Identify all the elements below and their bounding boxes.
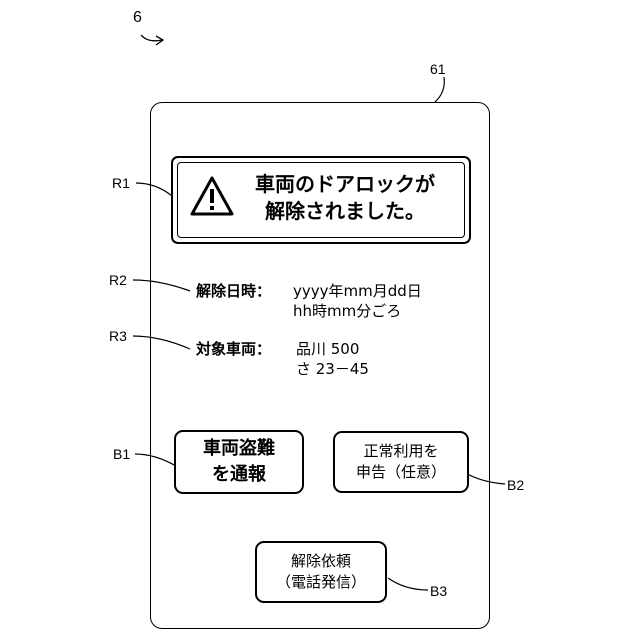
b1-ref-label: B1 — [113, 447, 130, 461]
unlock-time-label: 解除日時： — [196, 284, 271, 299]
unlock-clock-text: hh時mm分ごろ — [293, 301, 422, 321]
figure-number: 6 — [133, 10, 142, 26]
vehicle-plate-number: さ 23－45 — [296, 359, 369, 379]
vehicle-value: 品川 500 さ 23－45 — [296, 339, 369, 379]
report-theft-label-line2: を通報 — [212, 462, 266, 488]
r3-ref-label: R3 — [109, 329, 127, 343]
r2-ref-label: R2 — [109, 273, 127, 287]
unlock-time-value: yyyy年mm月dd日 hh時mm分ごろ — [293, 281, 422, 321]
request-unlock-label-line1: 解除依頼 — [291, 551, 351, 572]
alert-banner: 車両のドアロックが 解除されました。 — [171, 156, 471, 244]
vehicle-plate-region: 品川 500 — [296, 339, 369, 359]
warning-triangle-icon — [189, 175, 235, 217]
alert-message-line2: 解除されました。 — [245, 198, 445, 225]
report-theft-button[interactable]: 車両盗難 を通報 — [174, 430, 304, 494]
alert-message-line1: 車両のドアロックが — [245, 171, 445, 198]
r1-ref-label: R1 — [112, 176, 130, 190]
request-unlock-label-line2: （電話発信） — [276, 572, 366, 593]
declare-normal-use-button[interactable]: 正常利用を 申告（任意） — [333, 431, 469, 493]
declare-normal-use-label-line2: 申告（任意） — [356, 462, 446, 483]
leader-screen — [435, 77, 444, 102]
screen-ref-label: 61 — [430, 62, 446, 76]
unlock-date-text: yyyy年mm月dd日 — [293, 281, 422, 301]
report-theft-label-line1: 車両盗難 — [203, 436, 275, 462]
vehicle-label: 対象車両： — [196, 342, 271, 357]
declare-normal-use-label-line1: 正常利用を — [363, 441, 438, 462]
b2-ref-label: B2 — [507, 478, 524, 492]
alert-message: 車両のドアロックが 解除されました。 — [245, 171, 445, 225]
request-unlock-call-button[interactable]: 解除依頼 （電話発信） — [255, 541, 387, 603]
